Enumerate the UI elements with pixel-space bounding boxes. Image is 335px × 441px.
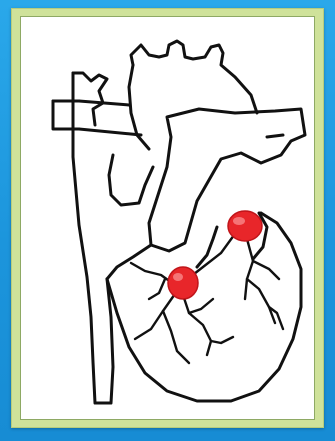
svc-vessel [53,73,113,403]
aorta-arch [79,41,257,149]
image-frame [11,8,324,428]
heart-conduction-diagram [21,17,315,420]
atrioventricular-node-marker [168,267,198,299]
sinoatrial-node-marker [228,211,262,241]
sa-node [228,211,262,241]
av-node [168,267,198,299]
heart-drawing-panel [20,16,315,420]
heart-body [107,155,301,401]
